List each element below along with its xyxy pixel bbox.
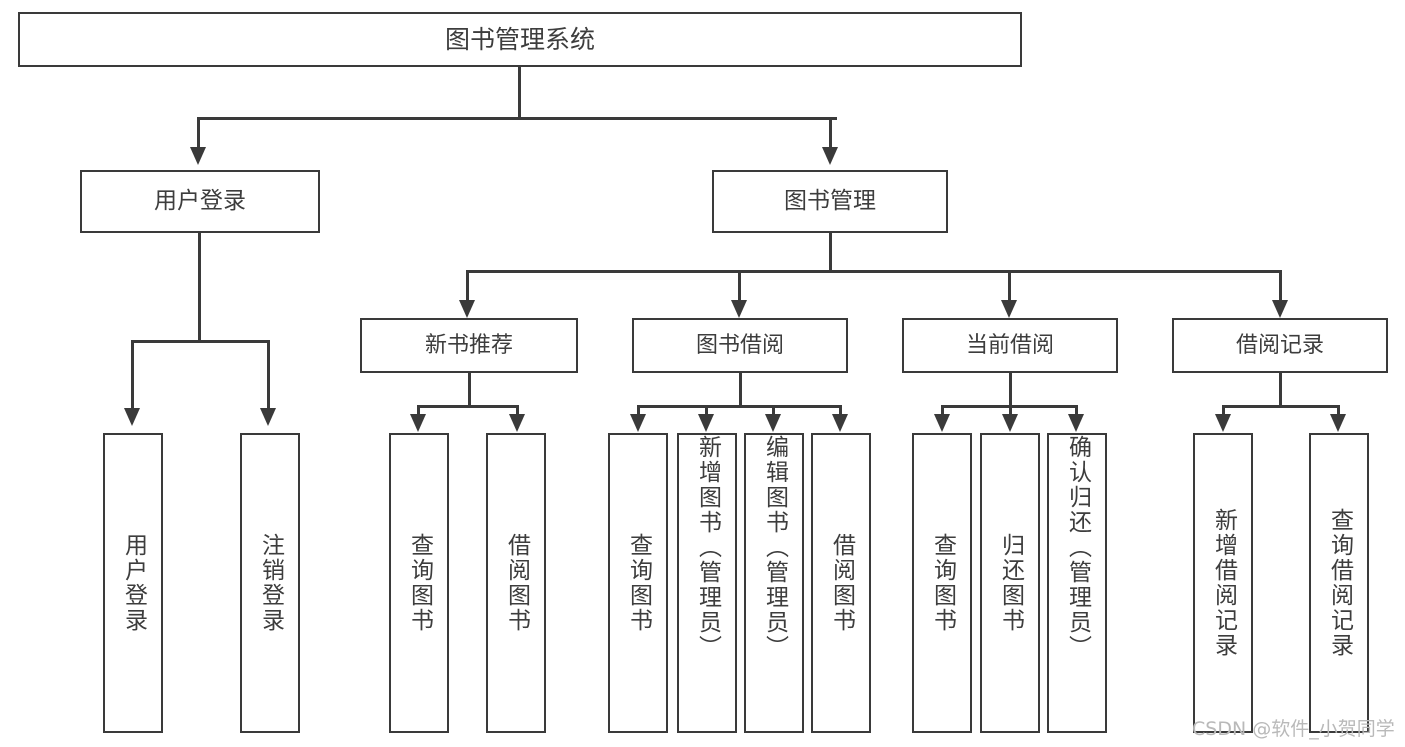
node-label: 用户登录 (154, 187, 246, 214)
node-borrow-record[interactable]: 借阅记录 (1172, 318, 1388, 373)
node-label: 图书管理系统 (444, 24, 595, 54)
node-book-management[interactable]: 图书管理 (712, 170, 948, 233)
leaf-add-book-admin[interactable]: 新增图书（管理员） (677, 433, 737, 733)
leaf-label: 查询图书 (929, 533, 956, 633)
connector-user-login-drop-2 (267, 340, 270, 408)
arrow-root-to-user-login (190, 147, 206, 165)
arrow-book-borrow-leaf-4 (832, 414, 848, 432)
arrow-bm-to-borrow-record (1272, 300, 1288, 318)
arrow-bm-to-book-borrow (731, 300, 747, 318)
leaf-label: 注销登录 (257, 533, 284, 633)
leaf-confirm-return-admin[interactable]: 确认归还（管理员） (1047, 433, 1107, 733)
connector-book-borrow-drop-2 (705, 405, 708, 417)
connector-root-to-book-management (829, 117, 832, 147)
leaf-query-borrow-record[interactable]: 查询借阅记录 (1309, 433, 1369, 733)
leaf-label: 新增图书（管理员） (694, 435, 721, 660)
connector-book-borrow-drop-1 (637, 405, 640, 417)
leaf-user-login[interactable]: 用户登录 (103, 433, 163, 733)
connector-borrow-record-bus (1222, 405, 1340, 408)
connector-current-borrow-drop-2 (1009, 405, 1012, 417)
csdn-watermark: CSDN @软件_小贺同学 (1192, 718, 1395, 740)
connector-book-borrow-bus (637, 405, 842, 408)
leaf-label: 新增借阅记录 (1210, 508, 1237, 658)
connector-new-book-stem (468, 373, 471, 405)
connector-current-borrow-stem (1009, 373, 1012, 405)
leaf-label: 查询图书 (625, 533, 652, 633)
connector-book-management-bus (466, 270, 1282, 273)
arrow-current-borrow-leaf-3 (1068, 414, 1084, 432)
leaf-label: 确认归还（管理员） (1064, 435, 1091, 660)
connector-borrow-record-stem (1279, 373, 1282, 405)
leaf-label: 归还图书 (997, 533, 1024, 633)
leaf-label: 用户登录 (120, 533, 147, 633)
connector-new-book-bus (417, 405, 519, 408)
connector-root-bus (197, 117, 837, 120)
arrow-current-borrow-leaf-1 (934, 414, 950, 432)
arrow-book-borrow-leaf-2 (698, 414, 714, 432)
connector-bm-drop-4 (1279, 270, 1282, 300)
connector-root-stem (518, 67, 521, 117)
node-label: 借阅记录 (1235, 332, 1324, 358)
leaf-label: 查询借阅记录 (1326, 508, 1353, 658)
leaf-add-borrow-record[interactable]: 新增借阅记录 (1193, 433, 1253, 733)
node-label: 当前借阅 (965, 332, 1054, 358)
connector-bm-drop-3 (1008, 270, 1011, 300)
arrow-book-borrow-leaf-1 (630, 414, 646, 432)
leaf-borrow-book-recommend[interactable]: 借阅图书 (486, 433, 546, 733)
node-label: 新书推荐 (424, 332, 513, 358)
connector-new-book-drop-2 (516, 405, 519, 417)
connector-user-login-drop-1 (131, 340, 134, 408)
connector-book-borrow-stem (739, 373, 742, 405)
leaf-return-book[interactable]: 归还图书 (980, 433, 1040, 733)
arrow-borrow-record-leaf-2 (1330, 414, 1346, 432)
connector-new-book-drop-1 (417, 405, 420, 417)
arrow-user-login-leaf-1 (124, 408, 140, 426)
leaf-query-book-borrow[interactable]: 查询图书 (608, 433, 668, 733)
connector-book-borrow-drop-3 (772, 405, 775, 417)
arrow-bm-to-current-borrow (1001, 300, 1017, 318)
arrow-new-book-leaf-2 (509, 414, 525, 432)
arrow-bm-to-new-book-recommend (459, 300, 475, 318)
connector-bm-drop-1 (466, 270, 469, 300)
leaf-borrow-book[interactable]: 借阅图书 (811, 433, 871, 733)
node-new-book-recommend[interactable]: 新书推荐 (360, 318, 578, 373)
arrow-root-to-book-management (822, 147, 838, 165)
leaf-query-book-current[interactable]: 查询图书 (912, 433, 972, 733)
leaf-query-book-recommend[interactable]: 查询图书 (389, 433, 449, 733)
leaf-label: 编辑图书（管理员） (761, 435, 788, 660)
arrow-current-borrow-leaf-2 (1002, 414, 1018, 432)
arrow-borrow-record-leaf-1 (1215, 414, 1231, 432)
leaf-edit-book-admin[interactable]: 编辑图书（管理员） (744, 433, 804, 733)
arrow-new-book-leaf-1 (410, 414, 426, 432)
leaf-label: 查询图书 (406, 533, 433, 633)
connector-book-borrow-drop-4 (839, 405, 842, 417)
node-label: 图书借阅 (695, 332, 784, 358)
node-user-login[interactable]: 用户登录 (80, 170, 320, 233)
connector-borrow-record-drop-1 (1222, 405, 1225, 417)
connector-root-to-user-login (197, 117, 200, 147)
connector-current-borrow-drop-1 (941, 405, 944, 417)
connector-current-borrow-drop-3 (1075, 405, 1078, 417)
node-root-book-management-system[interactable]: 图书管理系统 (18, 12, 1022, 67)
leaf-logout[interactable]: 注销登录 (240, 433, 300, 733)
arrow-user-login-leaf-2 (260, 408, 276, 426)
arrow-book-borrow-leaf-3 (765, 414, 781, 432)
leaf-label: 借阅图书 (503, 533, 530, 633)
node-book-borrow[interactable]: 图书借阅 (632, 318, 848, 373)
connector-book-management-stem (829, 233, 832, 270)
connector-user-login-stem (198, 233, 201, 340)
node-label: 图书管理 (784, 187, 876, 214)
node-current-borrow[interactable]: 当前借阅 (902, 318, 1118, 373)
connector-borrow-record-drop-2 (1337, 405, 1340, 417)
leaf-label: 借阅图书 (828, 533, 855, 633)
connector-user-login-bus (131, 340, 270, 343)
connector-bm-drop-2 (738, 270, 741, 300)
